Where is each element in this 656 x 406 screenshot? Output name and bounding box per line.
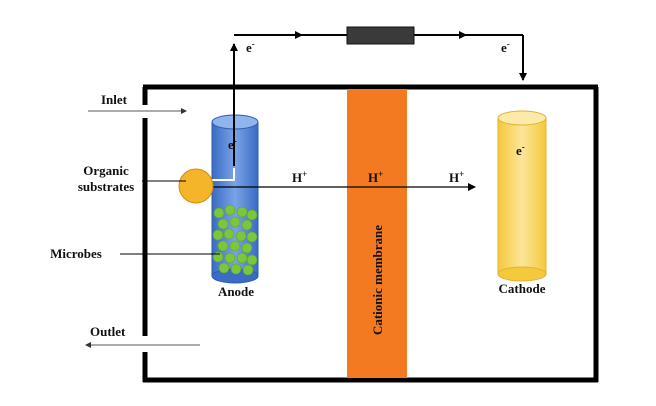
electron-label-wire-right: e- <box>501 39 510 55</box>
cathode-label: Cathode <box>499 281 546 296</box>
external-circuit <box>230 31 527 166</box>
membrane-label: Cationic membrane <box>370 225 385 335</box>
electron-label-wire-left: e- <box>246 39 255 55</box>
organic-label-line1: Organic <box>83 163 129 178</box>
proton-label-membrane: H+ <box>368 169 383 185</box>
proton-label-cathode-side: H+ <box>449 169 464 185</box>
anode-label: Anode <box>218 284 254 299</box>
cathode-electrode <box>497 110 547 282</box>
cationic-membrane <box>347 89 407 378</box>
resistor-icon <box>346 26 415 45</box>
inlet-label: Inlet <box>101 92 128 107</box>
electron-label-anode: e- <box>228 136 237 152</box>
microbes-cluster <box>212 204 258 276</box>
outlet-label: Outlet <box>90 324 126 339</box>
substrate-circle-icon <box>178 168 214 204</box>
chamber-frame <box>142 84 599 383</box>
electron-transfer-line <box>210 168 235 181</box>
microbes-label: Microbes <box>50 246 102 261</box>
electron-label-cathode: e- <box>516 142 525 158</box>
proton-label-anode-side: H+ <box>292 169 307 185</box>
organic-label-line2: substrates <box>78 179 134 194</box>
